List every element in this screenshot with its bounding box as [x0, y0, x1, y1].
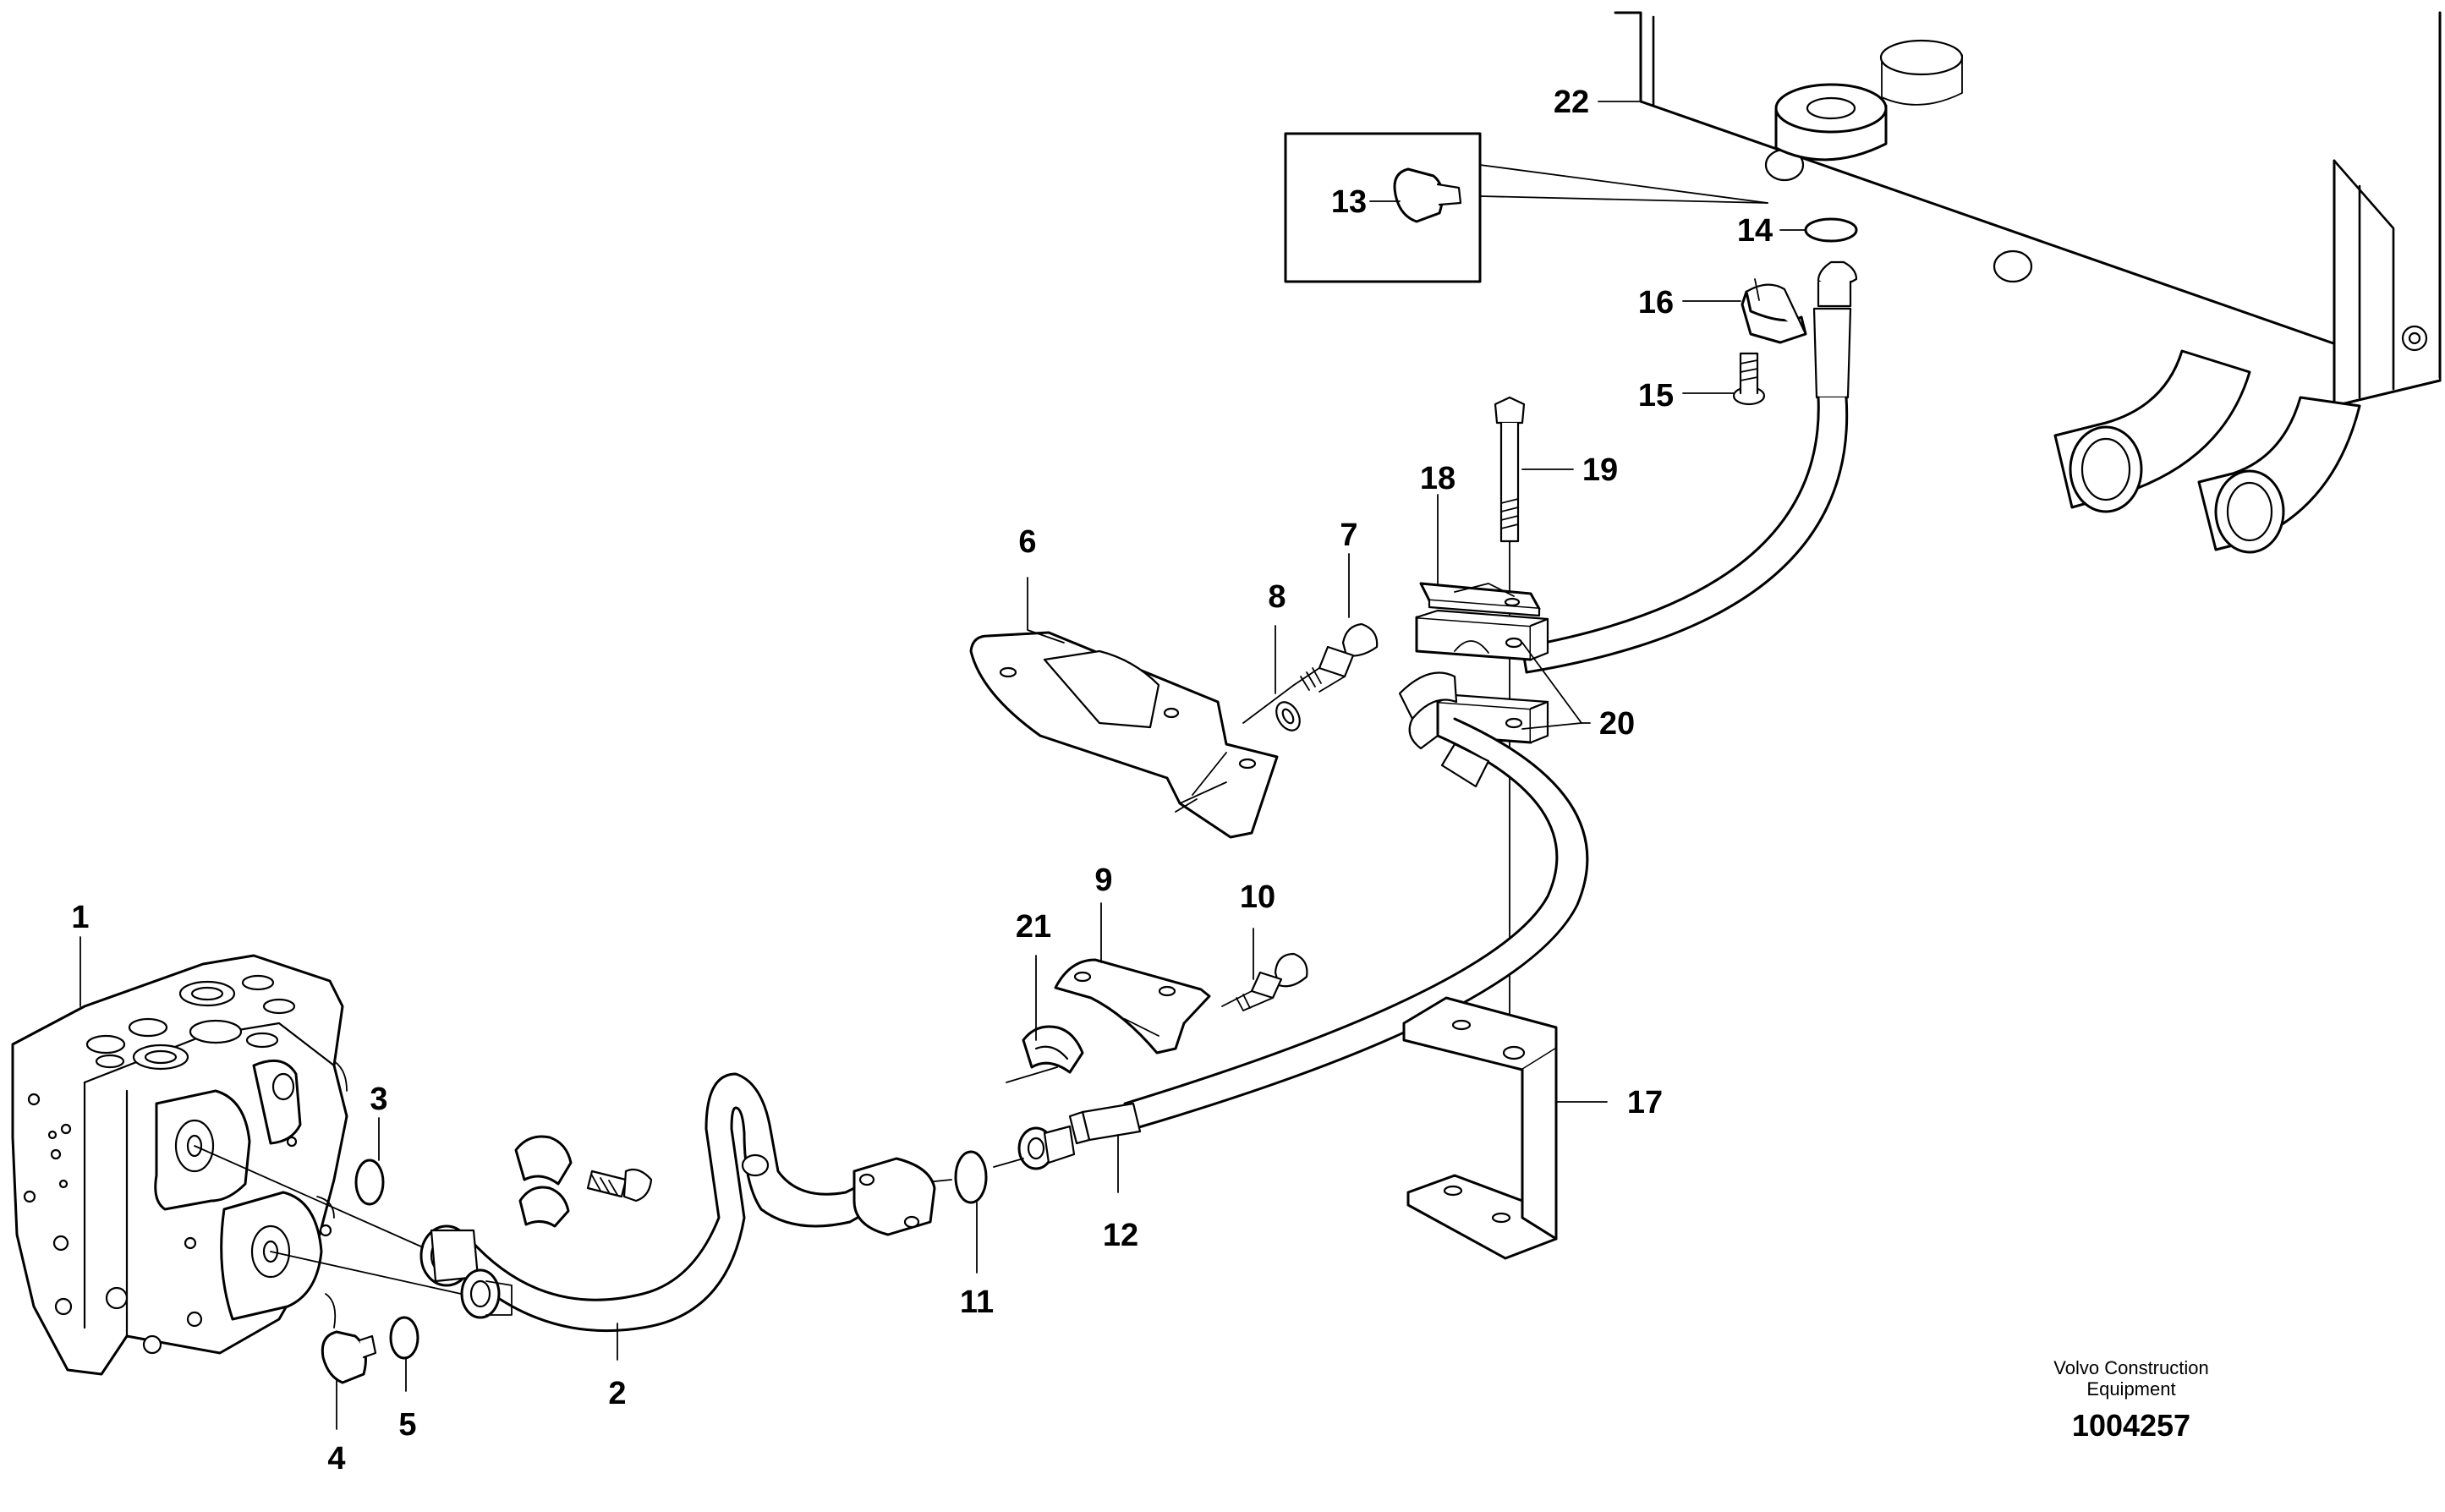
screw-10 [1221, 952, 1308, 1011]
leader-lines [79, 101, 1806, 1430]
label-part-15: 15 [1638, 378, 1674, 414]
label-part-20: 20 [1599, 706, 1635, 742]
o-ring-11 [925, 1150, 1024, 1204]
clamp-half-16 [1741, 278, 1807, 344]
plug-inset-box [1284, 132, 1768, 283]
label-part-9: 9 [1094, 863, 1112, 898]
clamp-21 [1006, 1025, 1084, 1083]
label-part-18: 18 [1420, 461, 1455, 496]
lower-hose [1017, 671, 1589, 1170]
label-part-5: 5 [398, 1407, 416, 1443]
label-part-15-16: 16 [1638, 285, 1674, 320]
label-part-6: 6 [1018, 524, 1036, 560]
label-part-17: 17 [1627, 1085, 1663, 1120]
screw-15 [1732, 352, 1766, 406]
label-part-3: 3 [370, 1082, 387, 1117]
o-ring-14 [1804, 217, 1858, 243]
document-number: 1004257 [2072, 1408, 2190, 1443]
o-ring-5 [389, 1316, 419, 1360]
label-part-4: 4 [327, 1441, 345, 1476]
bracket-17 [1402, 996, 1558, 1260]
clamp-plate-18 [1419, 582, 1541, 617]
pipe-2 [419, 1072, 936, 1333]
pipe-clamp [514, 1135, 653, 1228]
footer-branding: Volvo Construction Equipment 1004257 [2053, 1357, 2208, 1443]
label-part-14: 14 [1737, 213, 1773, 249]
label-part-13: 13 [1331, 184, 1367, 220]
clamp-block-20 [1415, 609, 1549, 744]
label-part-12: 12 [1103, 1218, 1138, 1253]
label-part-22: 22 [1554, 85, 1589, 120]
upper-hose [1521, 260, 1858, 674]
label-part-21: 21 [1016, 909, 1051, 945]
o-ring-3 [354, 1159, 385, 1206]
hydraulic-tank [1614, 11, 2442, 554]
label-part-8: 8 [1268, 579, 1286, 615]
label-part-19: 19 [1582, 452, 1618, 488]
label-part-7: 7 [1340, 518, 1357, 553]
label-part-11: 11 [960, 1285, 994, 1320]
label-part-2: 2 [608, 1376, 626, 1411]
part-labels: 1 2 3 4 5 6 7 8 9 10 11 12 13 14 16 15 1… [71, 85, 1773, 1476]
brand-line-2: Equipment [2086, 1378, 2175, 1400]
washer-8 [1275, 701, 1301, 731]
screw-7 [1242, 622, 1379, 724]
control-valve-block [11, 954, 462, 1376]
bracket-9 [1054, 958, 1211, 1055]
plug-4 [321, 1330, 377, 1384]
brand-line-1: Volvo Construction [2053, 1357, 2208, 1378]
label-part-1: 1 [71, 900, 89, 935]
label-part-10: 10 [1240, 879, 1275, 915]
bracket-6 [969, 631, 1279, 839]
